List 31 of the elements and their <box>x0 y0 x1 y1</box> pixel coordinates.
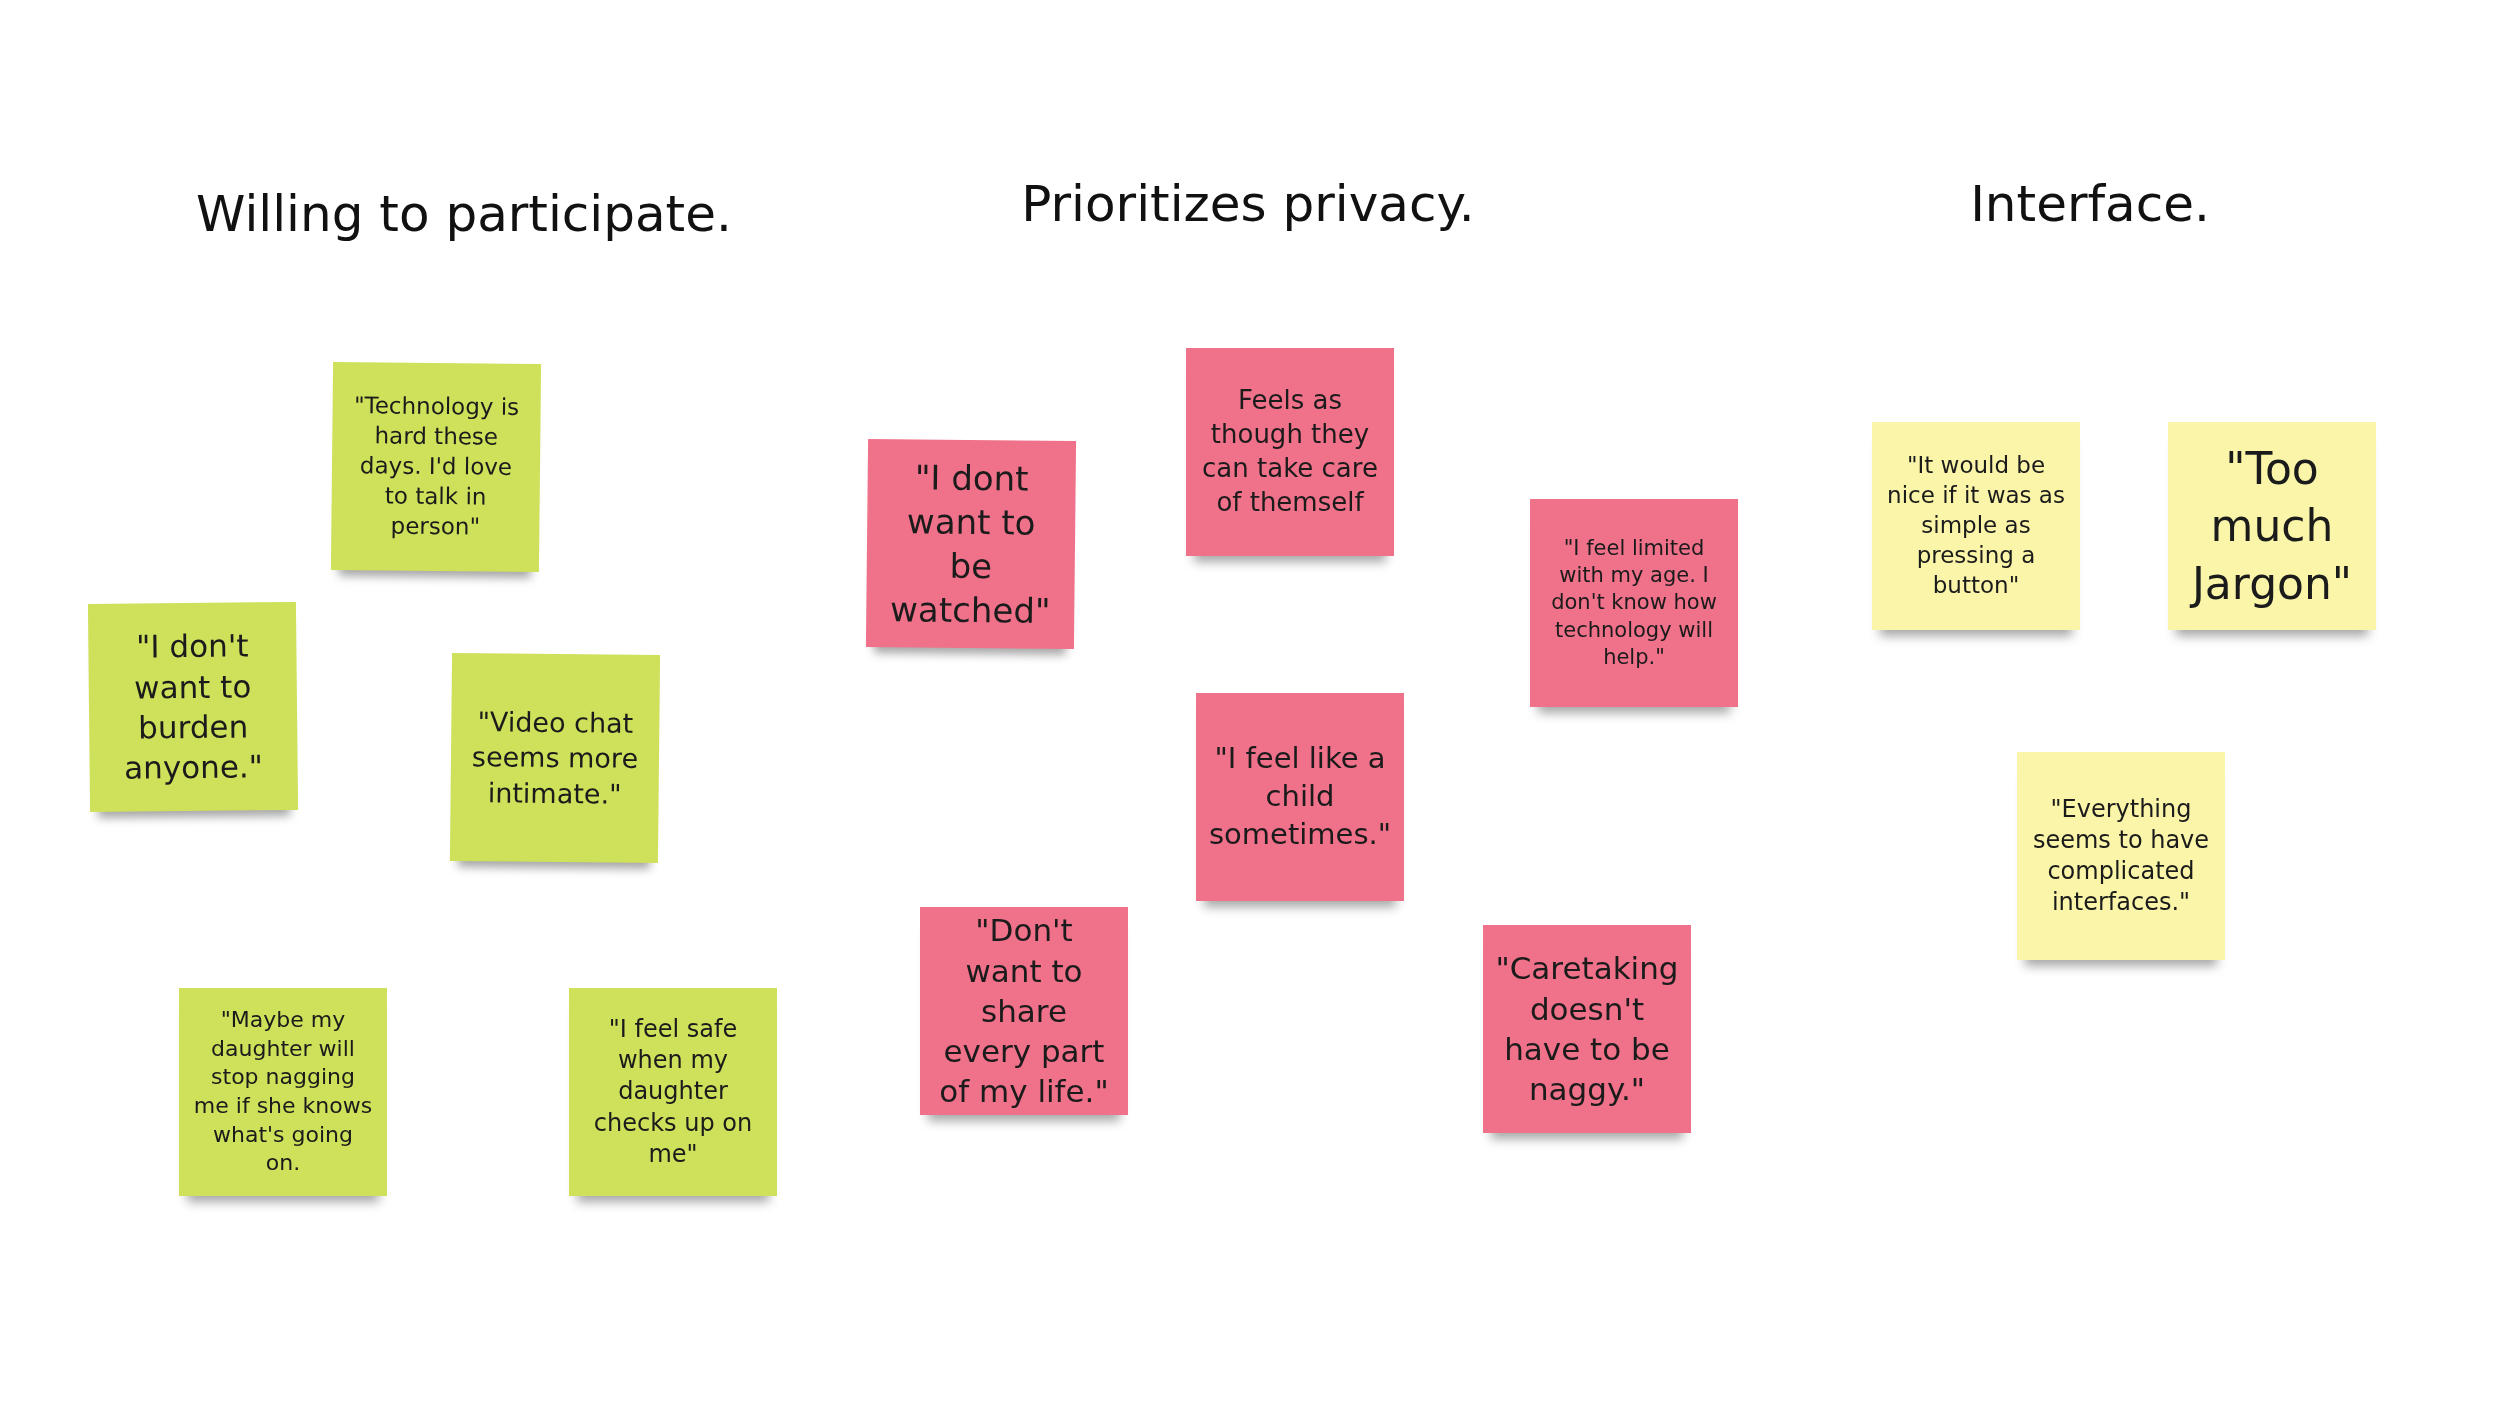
sticky-note <box>1872 422 2080 630</box>
note-text: "Everything seems to have complicated interfaces." <box>2031 793 2211 919</box>
sticky-note <box>2017 752 2225 960</box>
sticky-note <box>920 907 1128 1115</box>
sticky-note <box>1483 925 1691 1133</box>
note-text: "I feel safe when my daughter checks up on me" <box>592 1014 754 1170</box>
note-text: "Too much Jargon" <box>2188 442 2354 611</box>
column-heading: Prioritizes privacy. <box>1021 175 1475 233</box>
sticky-note <box>87 601 299 813</box>
sticky-note <box>179 988 387 1196</box>
sticky-note <box>449 652 661 864</box>
note-text: "I don't want to burden anyone." <box>123 626 265 788</box>
column-heading: Willing to participate. <box>196 185 732 243</box>
sticky-note <box>1186 348 1394 556</box>
note-text: "Maybe my daughter will stop nagging me if she knows what's going on. <box>193 1006 373 1178</box>
sticky-note <box>569 988 777 1196</box>
note-text: "I feel like a child sometimes." <box>1208 740 1392 853</box>
note-text: "I dont want to be watched" <box>888 456 1052 633</box>
note-text: "It would be nice if it was as simple as pressing a button" <box>1886 451 2066 600</box>
note-text: Feels as though they can take care of themself <box>1201 384 1379 519</box>
note-text: "Caretaking doesn't have to be naggy." <box>1495 949 1679 1110</box>
note-text: "I feel limited with my age. I don't know how technology will help." <box>1550 534 1718 671</box>
note-text: "Technology is hard these days. I'd love to talk in person" <box>352 391 521 542</box>
note-text: "Video chat seems more intimate." <box>470 705 640 812</box>
sticky-note <box>1530 499 1738 707</box>
sticky-note <box>330 361 542 573</box>
column-heading: Interface. <box>1970 175 2210 233</box>
sticky-note <box>2168 422 2376 630</box>
note-text: "Don't want to share every part of my life." <box>938 911 1110 1112</box>
sticky-note <box>865 438 1077 650</box>
sticky-note <box>1196 693 1404 901</box>
